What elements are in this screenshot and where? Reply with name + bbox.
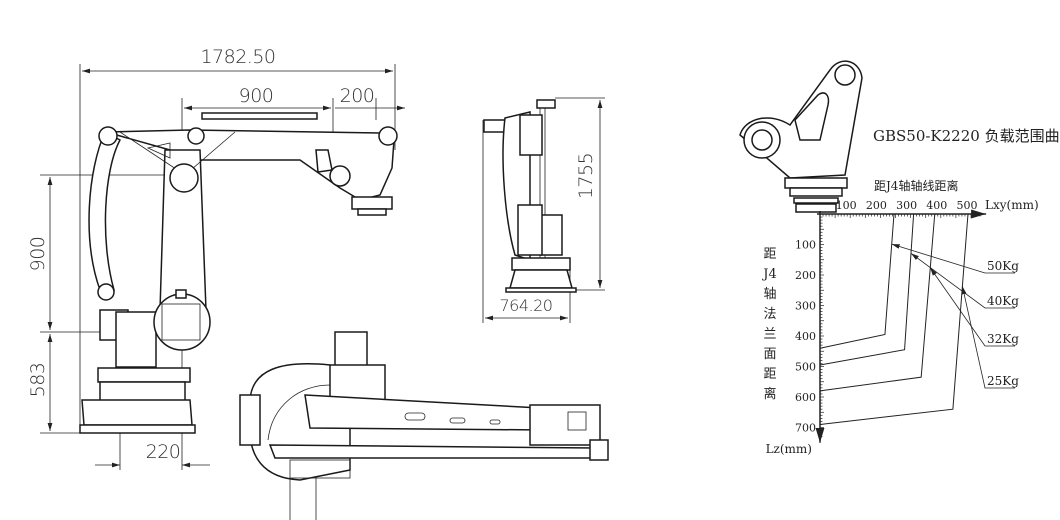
svg-text:1782.50: 1782.50 xyxy=(200,46,275,68)
load-curve-25kg xyxy=(819,213,969,425)
svg-text:220: 220 xyxy=(146,441,181,463)
y-axis-label-char: 距 xyxy=(763,247,776,262)
y-tick-label: 600 xyxy=(795,391,816,404)
x-tick-label: 200 xyxy=(866,199,887,212)
y-tick-label: 400 xyxy=(795,330,816,343)
y-axis-label-char: 距 xyxy=(763,367,776,382)
x-tick-label: 100 xyxy=(836,199,857,212)
side-view: 1755 764.20 xyxy=(482,97,605,323)
chart-axes xyxy=(815,209,987,443)
load-curve-50kg xyxy=(819,213,895,349)
y-axis-label-char: 兰 xyxy=(763,327,776,342)
y-axis-label-char: 离 xyxy=(763,386,776,402)
front-view: 1782.50 900 200 900 583 220 xyxy=(27,46,405,470)
dim-height-base: 583 xyxy=(27,334,53,431)
dim-upper-arm: 900 xyxy=(184,85,331,111)
svg-text:200: 200 xyxy=(340,85,375,107)
top-view xyxy=(239,331,609,520)
x-axis-top-label: 距J4轴轴线距离 xyxy=(874,178,958,193)
load-range-chart: GBS50-K2220 负载范围曲线图 距J4轴轴线距离 Lxy(mm) Lz(… xyxy=(739,60,1060,456)
y-tick-label: 700 xyxy=(795,422,816,435)
y-axis-label-char: 轴 xyxy=(763,287,776,302)
y-tick-label: 100 xyxy=(795,239,816,252)
y-tick-label: 300 xyxy=(795,300,816,313)
load-leader-line xyxy=(929,267,1015,347)
svg-text:583: 583 xyxy=(27,363,49,398)
load-leader-line xyxy=(891,243,1015,274)
chart-curves: 50Kg 40Kg 32Kg 25Kg xyxy=(819,213,1019,425)
dim-side-width: 764.20 xyxy=(485,296,568,321)
load-curve-label: 50Kg xyxy=(987,259,1019,273)
svg-text:764.20: 764.20 xyxy=(500,296,553,315)
svg-text:900: 900 xyxy=(27,237,49,272)
x-axis-unit: Lxy(mm) xyxy=(985,198,1039,212)
load-curve-label: 25Kg xyxy=(987,374,1019,388)
dim-overall-reach: 1782.50 xyxy=(82,46,393,74)
dim-base-offset: 220 xyxy=(95,400,210,470)
svg-text:900: 900 xyxy=(239,85,274,107)
y-axis-label-char: J4 xyxy=(761,267,776,282)
y-tick-label: 200 xyxy=(795,269,816,282)
svg-text:1755: 1755 xyxy=(575,153,597,199)
chart-ticks: 100 200 300 400 500 100 200 300 400 500 600 700 xyxy=(795,199,981,437)
load-curve-40kg xyxy=(819,213,915,366)
chart-title: GBS50-K2220 负载范围曲线图 xyxy=(873,127,1060,145)
x-tick-label: 300 xyxy=(896,199,917,212)
dim-side-height: 1755 xyxy=(575,100,603,288)
y-axis-unit: Lz(mm) xyxy=(766,442,812,456)
dim-wrist-offset: 200 xyxy=(335,85,405,111)
y-axis-label-char: 法 xyxy=(763,307,776,322)
y-axis-label-char: 面 xyxy=(763,347,776,362)
load-curve-label: 32Kg xyxy=(987,332,1019,346)
load-leader-line xyxy=(961,286,1015,389)
load-curve-label: 40Kg xyxy=(987,294,1019,308)
y-tick-label: 500 xyxy=(795,361,816,374)
x-tick-label: 400 xyxy=(926,199,947,212)
load-curve-32kg xyxy=(819,213,936,392)
dim-height-upper: 900 xyxy=(27,177,53,330)
wrist-flange-illustration xyxy=(739,60,863,213)
x-tick-label: 500 xyxy=(957,199,978,212)
